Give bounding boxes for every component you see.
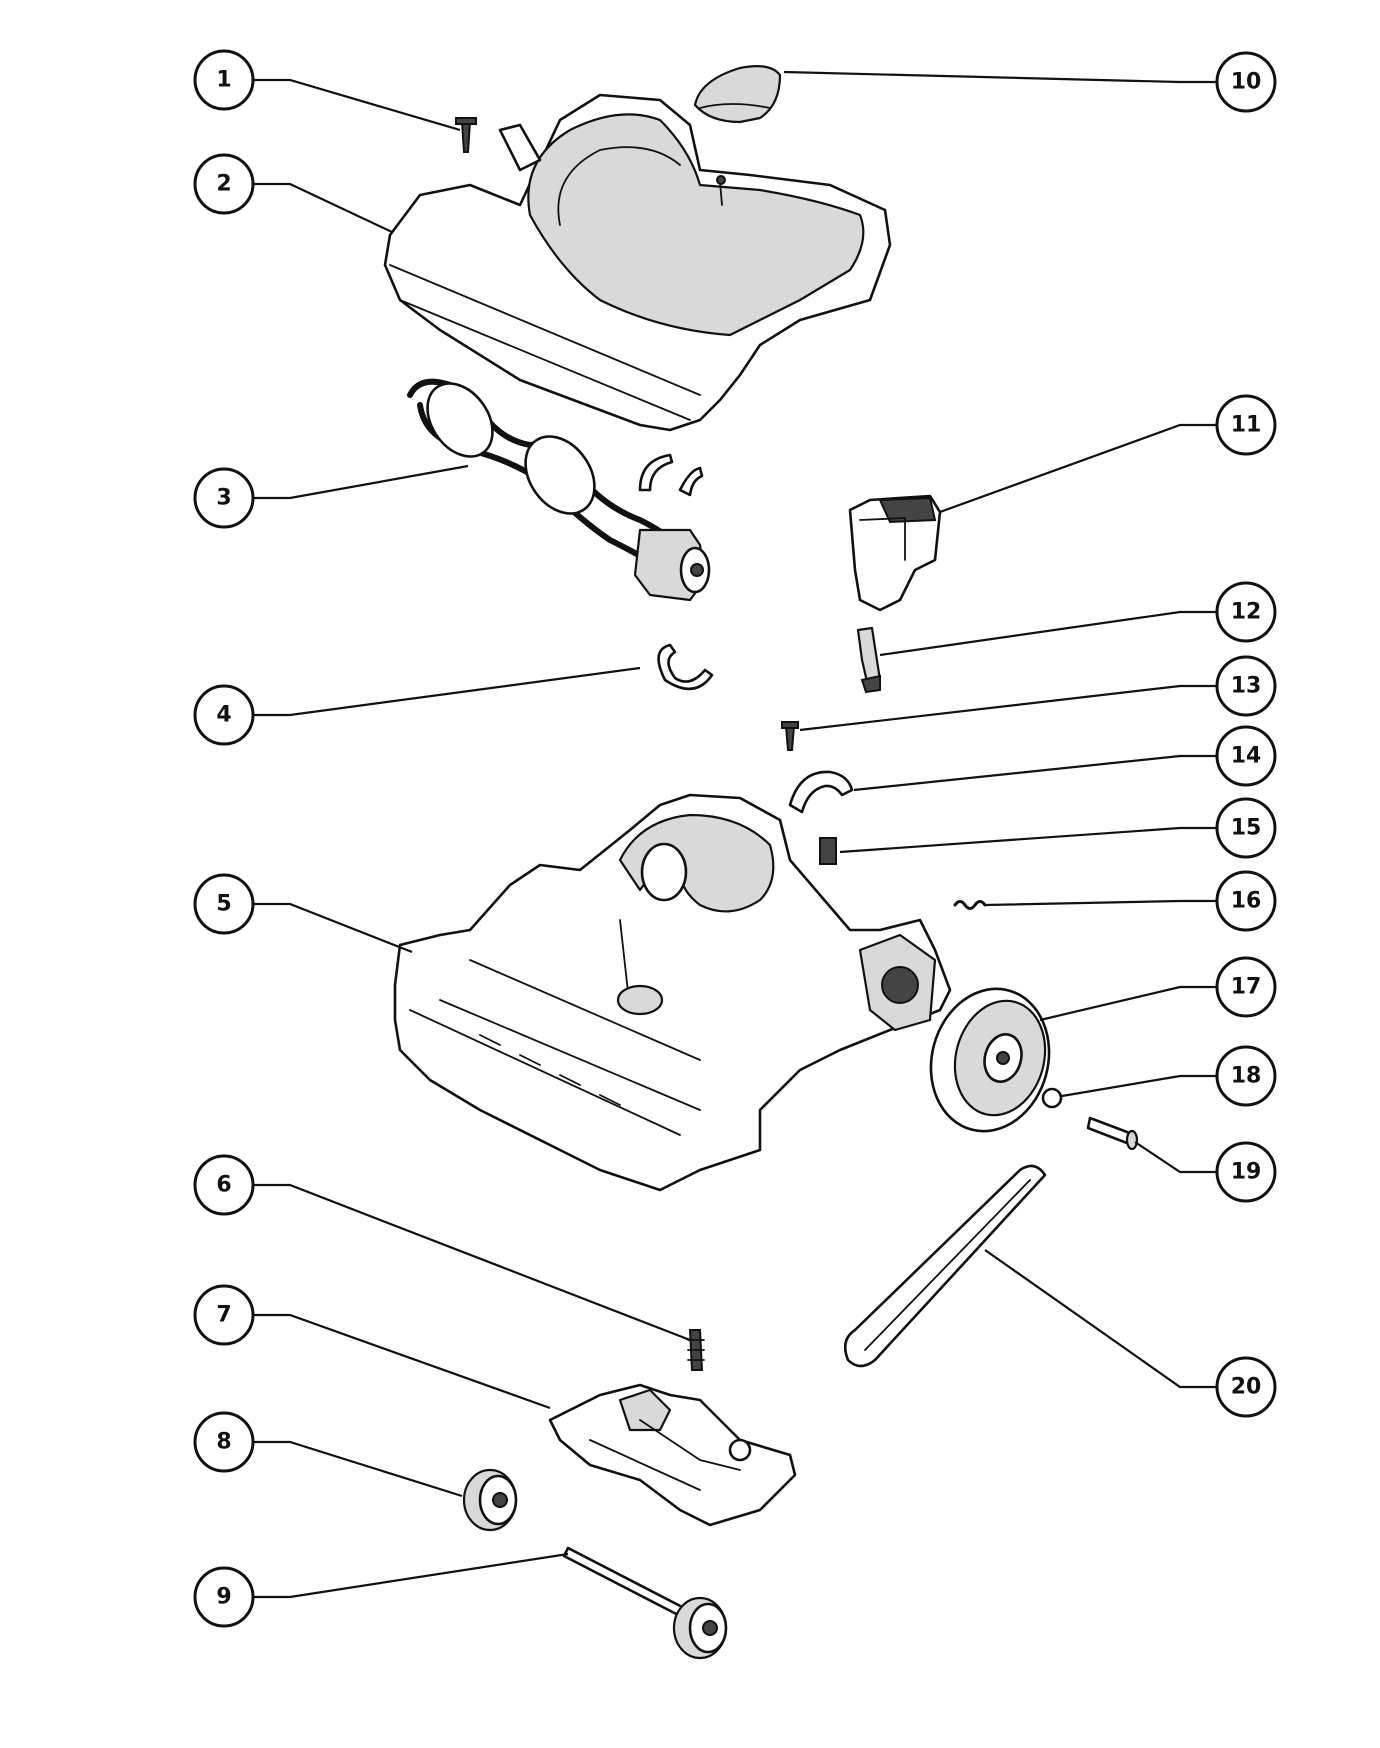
part-17-wheel: [929, 987, 1051, 1133]
callout-label: 13: [1231, 674, 1262, 699]
part-3-brushroll: [407, 378, 711, 602]
leader-18: [1061, 1074, 1217, 1098]
leader-5: [253, 902, 413, 954]
callout-20: 20: [1215, 1356, 1277, 1418]
callout-15: 15: [1215, 797, 1277, 859]
callout-label: 15: [1231, 816, 1262, 841]
callout-label: 10: [1231, 70, 1262, 95]
callout-label: 12: [1231, 600, 1262, 625]
leader-19: [1134, 1141, 1217, 1174]
leader-9: [253, 1552, 569, 1599]
leader-14: [853, 754, 1217, 792]
leader-lines: [253, 70, 1217, 1599]
part-9-axle-wheel: [562, 1546, 728, 1660]
part-7-pedal-assembly: [548, 1383, 797, 1527]
part-20-belt: [843, 1164, 1047, 1368]
part-18-nut: [1041, 1087, 1063, 1109]
callout-label: 4: [216, 703, 231, 728]
callout-6: 6: [193, 1154, 255, 1216]
leader-7: [253, 1313, 551, 1410]
part-2-hood-cover: [383, 93, 892, 432]
part-14-bracket: [788, 770, 854, 814]
part-12-switch-pin: [856, 626, 882, 694]
leader-15: [839, 826, 1217, 854]
leader-10: [783, 70, 1217, 84]
part-19-axle-pin: [1086, 1116, 1139, 1151]
callout-label: 11: [1231, 413, 1262, 438]
leader-2: [253, 182, 393, 233]
callout-label: 5: [216, 892, 231, 917]
part-16-spring: [953, 900, 987, 910]
callout-label: 2: [216, 172, 231, 197]
leader-3: [253, 464, 469, 500]
callout-17: 17: [1215, 956, 1277, 1018]
part-6-screw: [687, 1329, 705, 1371]
leader-11: [939, 423, 1217, 514]
part-8-small-wheel: [462, 1468, 518, 1532]
callout-2: 2: [193, 153, 255, 215]
callout-label: 6: [216, 1173, 231, 1198]
callout-12: 12: [1215, 581, 1277, 643]
part-11-switch-housing: [848, 494, 942, 612]
leader-20: [984, 1249, 1217, 1389]
callout-13: 13: [1215, 655, 1277, 717]
callout-label: 9: [216, 1585, 231, 1610]
leader-6: [253, 1183, 691, 1342]
callout-19: 19: [1215, 1141, 1277, 1203]
callout-label: 17: [1231, 975, 1262, 1000]
callout-18: 18: [1215, 1045, 1277, 1107]
callout-label: 3: [216, 486, 231, 511]
callout-label: 14: [1231, 744, 1262, 769]
leader-17: [1039, 985, 1217, 1022]
leader-8: [253, 1440, 463, 1498]
callout-16: 16: [1215, 870, 1277, 932]
leader-1: [253, 78, 461, 132]
callout-1: 1: [193, 49, 255, 111]
callout-7: 7: [193, 1284, 255, 1346]
callout-8: 8: [193, 1411, 255, 1473]
part-3-bearing-clips: [638, 453, 704, 497]
part-10-cap: [693, 65, 782, 124]
callout-11: 11: [1215, 394, 1277, 456]
leader-16: [984, 899, 1217, 907]
callout-14: 14: [1215, 725, 1277, 787]
leader-13: [799, 684, 1217, 732]
callout-label: 1: [216, 68, 231, 93]
callout-label: 19: [1231, 1160, 1262, 1185]
part-1-screw: [455, 117, 477, 153]
part-4-bearing-clip: [657, 643, 714, 691]
callout-label: 16: [1231, 889, 1262, 914]
callout-4: 4: [193, 684, 255, 746]
part-5-base-housing: [393, 793, 952, 1192]
callout-label: 7: [216, 1303, 231, 1328]
leader-4: [253, 666, 641, 717]
callout-label: 18: [1231, 1064, 1262, 1089]
callout-label: 8: [216, 1430, 231, 1455]
callout-3: 3: [193, 467, 255, 529]
callout-label: 20: [1231, 1375, 1262, 1400]
part-13-screw: [781, 721, 799, 751]
leader-12: [879, 610, 1217, 657]
callout-5: 5: [193, 873, 255, 935]
callout-10: 10: [1215, 51, 1277, 113]
part-15-clip: [819, 837, 837, 865]
callout-9: 9: [193, 1566, 255, 1628]
